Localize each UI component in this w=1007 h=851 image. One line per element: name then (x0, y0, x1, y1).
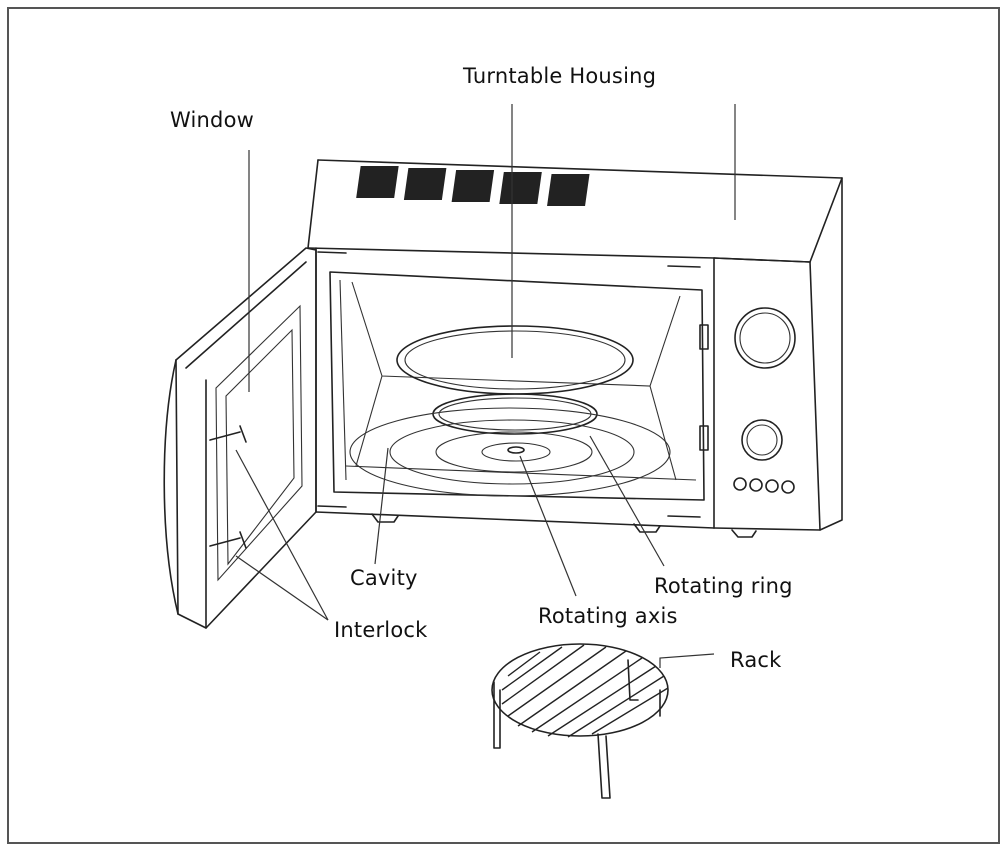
label-interlock: Interlock (334, 618, 428, 642)
turntable-plate (396, 325, 634, 395)
door-hinges (317, 251, 701, 518)
label-window: Window (170, 108, 255, 132)
label-rotating-axis: Rotating axis (538, 604, 678, 628)
cavity-floor (349, 407, 671, 497)
top-vents (356, 166, 590, 206)
diagram-frame (7, 7, 1000, 844)
open-door (163, 247, 317, 629)
latch-slots (699, 324, 709, 451)
rotating-ring (432, 393, 598, 435)
label-cavity: Cavity (350, 566, 418, 590)
feet (371, 513, 757, 538)
label-rack: Rack (730, 648, 782, 672)
control-panel (733, 307, 796, 494)
rack (491, 643, 669, 799)
label-turntable-housing: Turntable Housing (463, 64, 657, 88)
label-rotating-ring: Rotating ring (654, 574, 793, 598)
microwave-body (307, 159, 843, 531)
cavity-interior (329, 271, 705, 501)
leader-lines (235, 104, 736, 668)
